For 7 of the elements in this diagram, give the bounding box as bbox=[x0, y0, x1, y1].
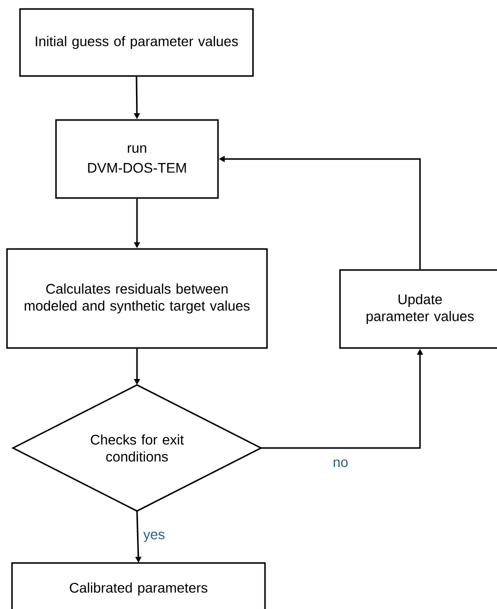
process-box: Calculates residuals between modeled and synthetic target values bbox=[6, 248, 268, 349]
edge-label: no bbox=[334, 459, 348, 468]
process-box: Initial guess of parameter values bbox=[19, 8, 254, 77]
edge-label: yes bbox=[143, 532, 164, 542]
process-box: run DVM-DOS-TEM bbox=[55, 119, 219, 199]
process-box: Calibrated parameters bbox=[11, 562, 266, 609]
process-box: Update parameter values bbox=[339, 269, 497, 349]
